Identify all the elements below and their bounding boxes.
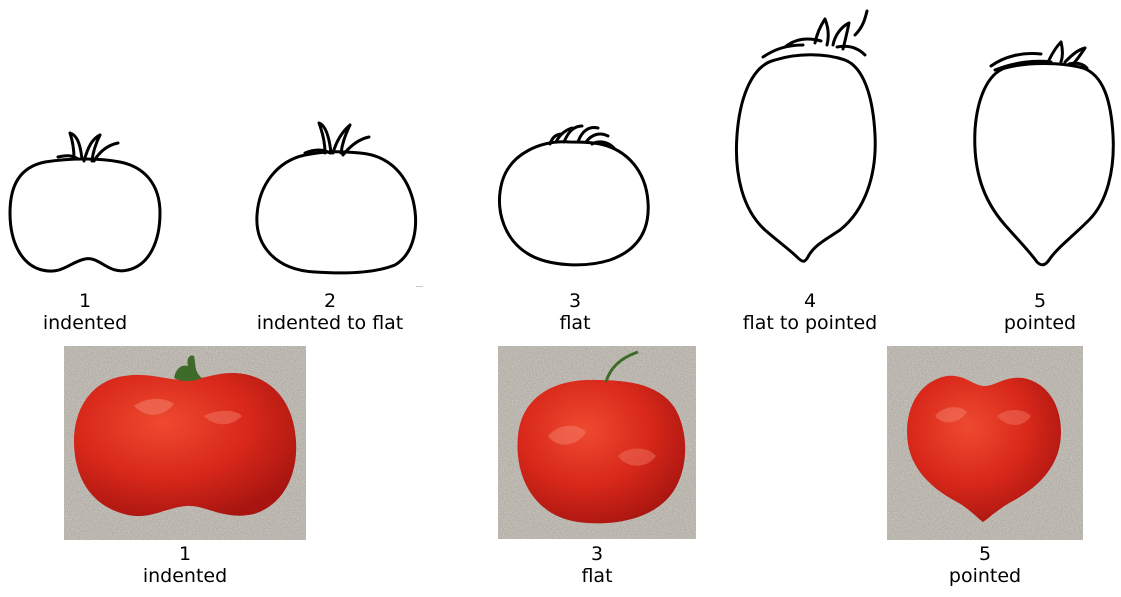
drawing-5-number: 5 (965, 290, 1115, 312)
drawing-5-name: pointed (965, 312, 1115, 334)
photo-1-label: 1 indented (105, 543, 265, 587)
drawing-1-label: 1 indented (5, 290, 165, 334)
photo-5-number: 5 (910, 543, 1060, 565)
flat-to-pointed-tomato-drawing (725, 5, 895, 270)
photo-3-number: 3 (522, 543, 672, 565)
stray-mark (416, 286, 423, 287)
drawing-1-name: indented (5, 312, 165, 334)
pointed-tomato-photo (887, 346, 1083, 540)
photo-3-name: flat (522, 565, 672, 587)
drawing-4-outline (736, 55, 875, 262)
drawing-3-number: 3 (500, 290, 650, 312)
drawing-2-number: 2 (245, 290, 415, 312)
drawing-4-stem (763, 11, 867, 57)
drawing-4-label: 4 flat to pointed (730, 290, 890, 334)
photo-5-label: 5 pointed (910, 543, 1060, 587)
drawing-2-label: 2 indented to flat (245, 290, 415, 334)
photo-3-tomato (518, 380, 686, 523)
drawing-1-number: 1 (5, 290, 165, 312)
drawing-3-name: flat (500, 312, 650, 334)
indented-tomato-photo (64, 346, 306, 540)
drawing-2-name: indented to flat (245, 312, 415, 334)
photo-3-label: 3 flat (522, 543, 672, 587)
flat-tomato-drawing (490, 120, 660, 275)
photo-1-tomato (74, 373, 296, 516)
drawing-5-outline (975, 64, 1114, 265)
photo-1-number: 1 (105, 543, 265, 565)
flat-tomato-photo (498, 346, 696, 539)
drawing-3-label: 3 flat (500, 290, 650, 334)
drawing-5-label: 5 pointed (965, 290, 1115, 334)
indented-tomato-drawing (0, 125, 170, 285)
drawing-4-name: flat to pointed (730, 312, 890, 334)
drawing-3-outline (500, 142, 649, 265)
photo-1-name: indented (105, 565, 265, 587)
pointed-tomato-drawing (965, 30, 1121, 275)
drawing-2-stem (305, 123, 369, 155)
drawing-1-outline (10, 159, 160, 271)
indented-to-flat-tomato-drawing (245, 115, 420, 280)
photo-5-name: pointed (910, 565, 1060, 587)
drawing-4-number: 4 (730, 290, 890, 312)
drawing-2-outline (257, 152, 416, 273)
drawing-1-stem (58, 133, 118, 161)
